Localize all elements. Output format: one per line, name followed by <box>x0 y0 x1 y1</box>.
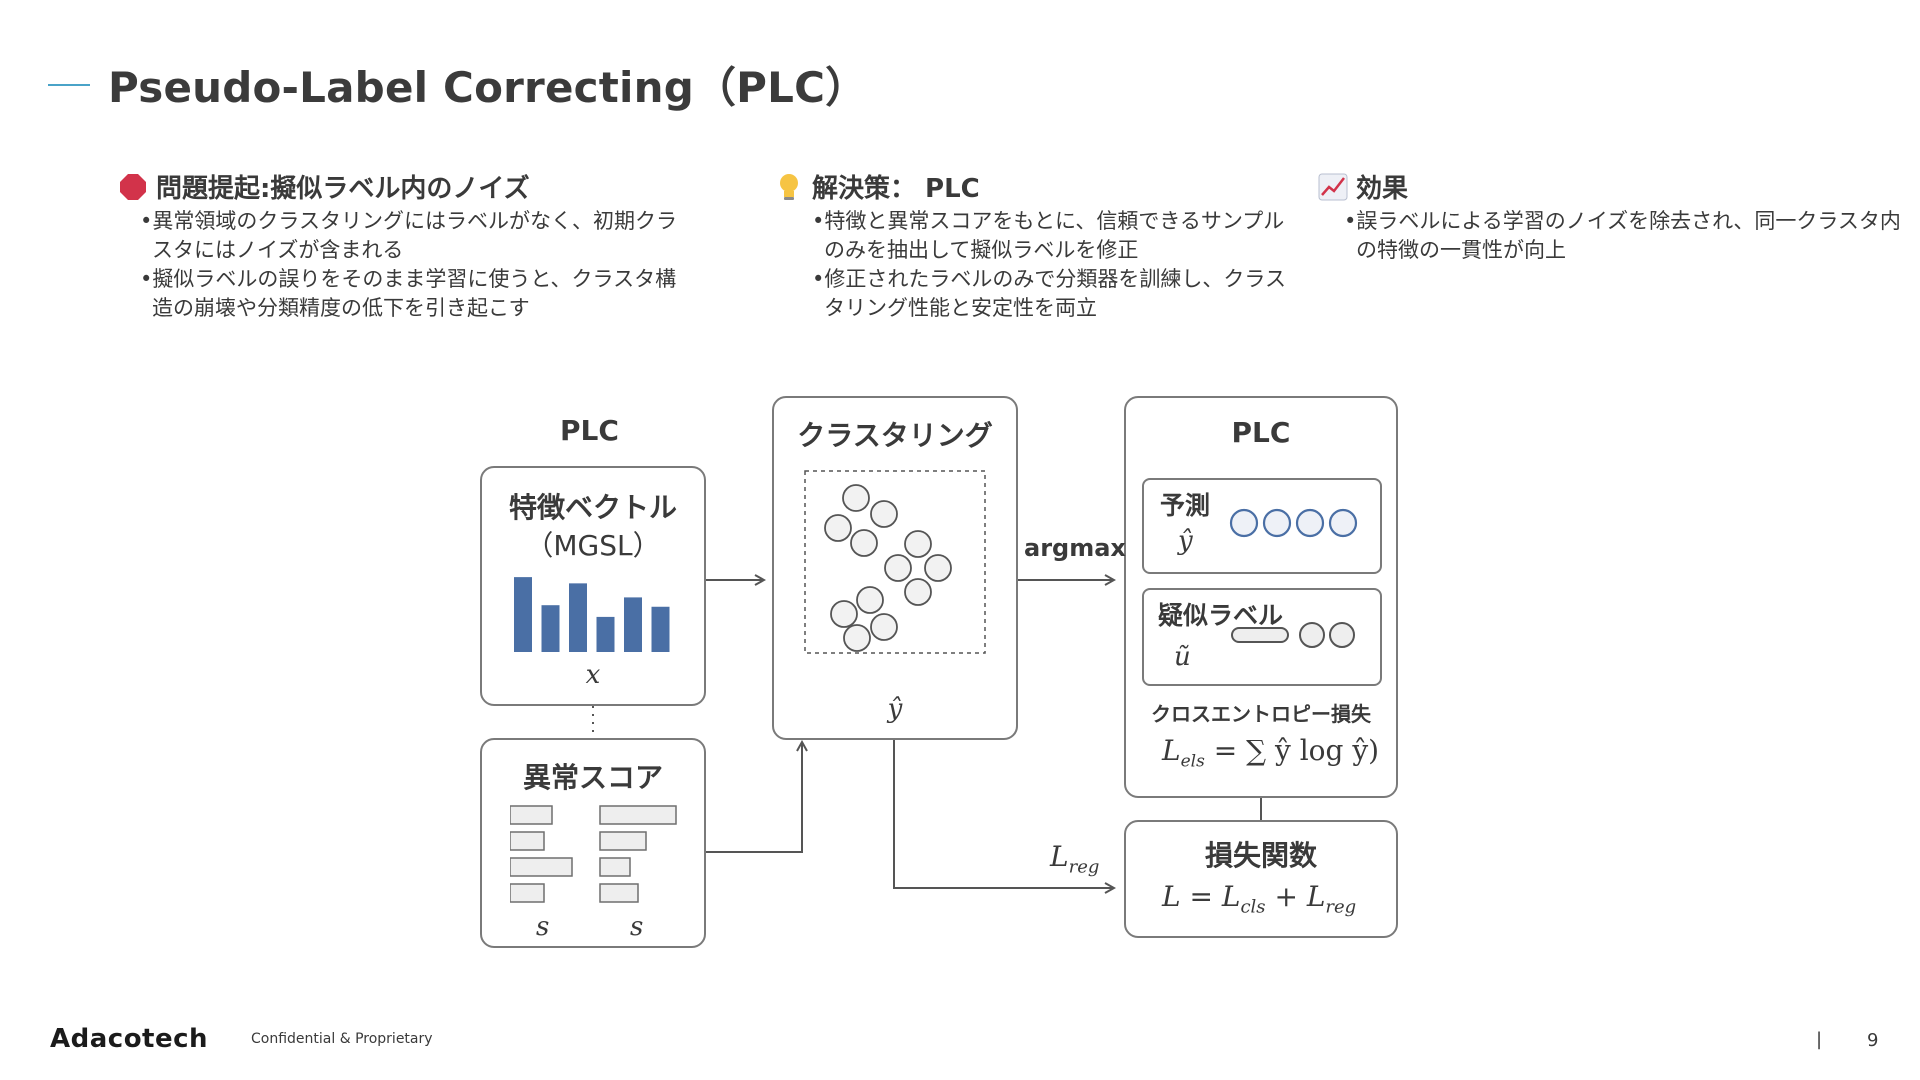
plc-box-title: PLC <box>1231 416 1291 449</box>
anomaly-score-title: 異常スコア <box>522 761 663 794</box>
solution-bullet-1: •特徴と異常スコアをもとに、信頼できるサンプルのみを抽出して擬似ラベルを修正 <box>812 209 1285 262</box>
clustering-box: クラスタリング ŷ <box>772 396 1018 740</box>
cluster-points-graphic <box>804 470 986 654</box>
cross-entropy-label: クロスエントロピー損失 <box>1151 702 1371 726</box>
arrow-score-to-cluster <box>706 742 802 853</box>
pseudo-label-pill <box>1231 627 1289 643</box>
score-bar-left-3 <box>510 857 573 877</box>
cluster-point <box>904 578 932 606</box>
feature-var-x: x <box>585 660 601 690</box>
cluster-point <box>842 484 870 512</box>
section-problem: 問題提起:擬似ラベル内のノイズ •異常領域のクラスタリングにはラベルがなく、初期… <box>118 168 698 323</box>
prediction-circles <box>1229 508 1358 538</box>
score-var-left: s <box>536 912 550 942</box>
solution-bullet-2: •修正されたラベルのみで分類器を訓練し、クラスタリング性能と安定性を両立 <box>812 267 1286 320</box>
score-bar-right-3 <box>599 857 631 877</box>
pseudo-label-var: ũ <box>1174 642 1191 672</box>
prediction-subbox: 予測 ŷ <box>1142 478 1382 574</box>
stop-sign-icon <box>118 173 148 204</box>
pseudo-label-circle <box>1329 622 1355 648</box>
feature-bar <box>514 577 532 652</box>
score-bar-right-1 <box>599 805 677 825</box>
pseudo-label-subbox: 疑似ラベル ũ <box>1142 588 1382 686</box>
prediction-circle <box>1229 508 1259 538</box>
anomaly-score-box: 異常スコア s s <box>480 738 706 948</box>
cluster-point <box>884 554 912 582</box>
prediction-circle <box>1262 508 1292 538</box>
loss-function-box: 損失関数 L = Lcls + Lreg <box>1124 820 1398 938</box>
cluster-point <box>850 529 878 557</box>
feature-bar-chart <box>514 577 670 652</box>
prediction-circle <box>1295 508 1325 538</box>
cluster-point <box>830 600 858 628</box>
cross-entropy-formula: Lels = ∑ ŷ log ŷ) <box>1162 734 1380 772</box>
problem-bullet-1: •異常領域のクラスタリングにはラベルがなく、初期クラスタにはノイズが含まれる <box>140 209 677 262</box>
cluster-point <box>904 530 932 558</box>
prediction-label: 予測 <box>1160 491 1211 520</box>
feature-bar <box>596 616 615 652</box>
cluster-point <box>843 624 871 652</box>
loss-function-formula: L = Lcls + Lreg <box>1162 880 1357 918</box>
chart-increasing-icon <box>1318 173 1348 204</box>
score-bars-graphic <box>510 805 677 903</box>
loss-function-title: 損失関数 <box>1204 839 1317 872</box>
score-bar-left-2 <box>510 831 545 851</box>
cluster-point <box>870 500 898 528</box>
section-effect-heading: 効果 <box>1318 168 1918 205</box>
feature-vector-box: 特徴ベクトル （MGSL） x <box>480 466 706 706</box>
score-bar-right-4 <box>599 883 639 903</box>
feature-bar <box>569 583 587 652</box>
lreg-arrow-label: Lreg <box>1050 840 1100 878</box>
plc-left-label: PLC <box>560 414 619 447</box>
clustering-title: クラスタリング <box>797 419 993 452</box>
cluster-point <box>924 554 952 582</box>
feature-vector-title: 特徴ベクトル <box>508 491 677 524</box>
pseudo-label-circle <box>1299 622 1325 648</box>
arrow-cluster-to-loss <box>893 740 1114 888</box>
footer-separator: | <box>1816 1029 1823 1050</box>
cluster-point <box>870 613 898 641</box>
plc-box: PLC 予測 ŷ 疑似ラベル ũ <box>1124 396 1398 798</box>
score-bar-right-2 <box>599 831 647 851</box>
effect-bullet-1: •誤ラベルによる学習のノイズを除去され、同一クラスタ内の特徴の一貫性が向上 <box>1344 209 1901 262</box>
section-problem-heading: 問題提起:擬似ラベル内のノイズ <box>118 168 698 205</box>
prediction-circle <box>1328 508 1358 538</box>
pseudo-label-label: 疑似ラベル <box>1158 601 1284 630</box>
section-solution: 解決策： PLC •特徴と異常スコアをもとに、信頼できるサンプルのみを抽出して擬… <box>774 168 1294 323</box>
cluster-point <box>824 514 852 542</box>
title-accent-line <box>48 84 90 86</box>
feature-bar <box>541 605 560 652</box>
pseudo-label-shapes <box>1231 622 1355 648</box>
feature-vector-subtitle: （MGSL） <box>525 529 661 562</box>
feature-bar <box>624 597 642 652</box>
cluster-point <box>856 586 884 614</box>
section-solution-heading: 解決策： PLC <box>774 168 1294 205</box>
section-effect: 効果 •誤ラベルによる学習のノイズを除去され、同一クラスタ内の特徴の一貫性が向上 <box>1318 168 1918 265</box>
company-logo: Adacotech <box>50 1024 209 1054</box>
cluster-dashed-region <box>804 470 986 654</box>
score-bar-left-4 <box>510 883 545 903</box>
score-var-right: s <box>630 912 644 942</box>
confidential-notice: Confidential & Proprietary <box>251 1031 433 1047</box>
problem-bullet-2: •擬似ラベルの誤りをそのまま学習に使うと、クラスタ構造の崩壊や分類精度の低下を引… <box>140 267 677 320</box>
page-title: Pseudo-Label Correcting（PLC） <box>108 63 868 112</box>
prediction-var: ŷ <box>1178 526 1193 556</box>
page-number: 9 <box>1867 1030 1879 1051</box>
score-bar-left-1 <box>510 805 553 825</box>
clustering-var-yhat: ŷ <box>887 694 903 724</box>
lightbulb-icon <box>774 172 804 204</box>
argmax-label: argmax <box>1024 534 1126 562</box>
feature-bar <box>651 606 670 652</box>
